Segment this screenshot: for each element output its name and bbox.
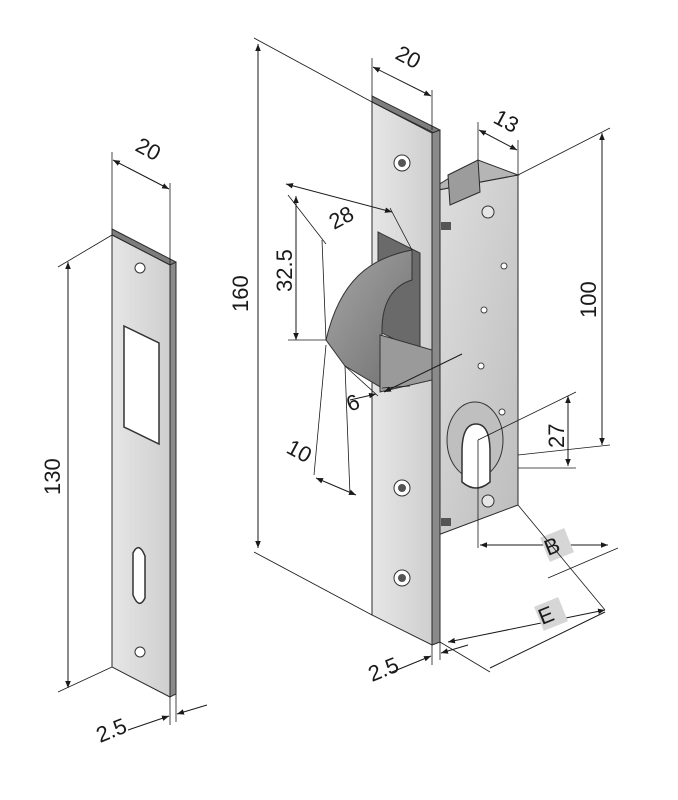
- cylinder-center-label: 27: [544, 424, 569, 448]
- faceplate-side-edge: [431, 129, 441, 646]
- strike-thickness-label: 2.5: [93, 713, 131, 748]
- case-slot-top: [441, 222, 451, 230]
- case-screw-top: [481, 205, 495, 219]
- case-depth-label: 13: [490, 104, 523, 138]
- cylinder-center-dimension: 27: [477, 391, 577, 469]
- strike-plate: [111, 228, 177, 698]
- faceplate-width-label: 20: [392, 40, 425, 74]
- faceplate-thickness-dimension: 2.5: [365, 642, 469, 687]
- latch-height-label: 32.5: [272, 249, 297, 292]
- latch-height-dimension: 32.5: [272, 194, 327, 341]
- lock-case-back-flange: [447, 159, 481, 206]
- strike-thickness-dimension: 2.5: [93, 694, 208, 748]
- strike-length-label: 130: [40, 458, 65, 495]
- strike-slot: [132, 547, 146, 604]
- strike-width-label: 20: [132, 132, 165, 166]
- case-screw-bottom: [481, 494, 495, 508]
- mortise-lock: [325, 95, 520, 646]
- latch-bottom-dimension: 10: [283, 344, 357, 496]
- backset-badge: [540, 528, 574, 562]
- latch-depth-label: 28: [325, 201, 358, 235]
- latch-bolt: [325, 249, 413, 389]
- case-slot-bottom: [441, 518, 451, 526]
- faceplate-thickness-label: 2.5: [365, 652, 403, 687]
- case-height-label: 100: [576, 281, 601, 318]
- overall-depth-badge: [534, 597, 568, 631]
- strike-top-screw-hole: [134, 262, 146, 274]
- strike-plate-face: [111, 234, 171, 698]
- strike-latch-opening: [123, 324, 160, 446]
- faceplate-length-label: 160: [228, 275, 253, 312]
- strike-bottom-screw-hole: [134, 646, 146, 658]
- strike-plate-side-edge: [169, 261, 177, 698]
- faceplate-length-dimension: 160: [228, 37, 373, 616]
- latch-bolt-tail: [379, 334, 433, 393]
- case-height-dimension: 100: [517, 127, 611, 456]
- latch-bottom-label: 10: [283, 434, 316, 468]
- strike-length-dimension: 130: [40, 234, 113, 693]
- cylinder-hole: [461, 423, 491, 489]
- latch-offset-label: 6: [343, 389, 364, 417]
- overall-depth-dimension: E: [439, 504, 606, 673]
